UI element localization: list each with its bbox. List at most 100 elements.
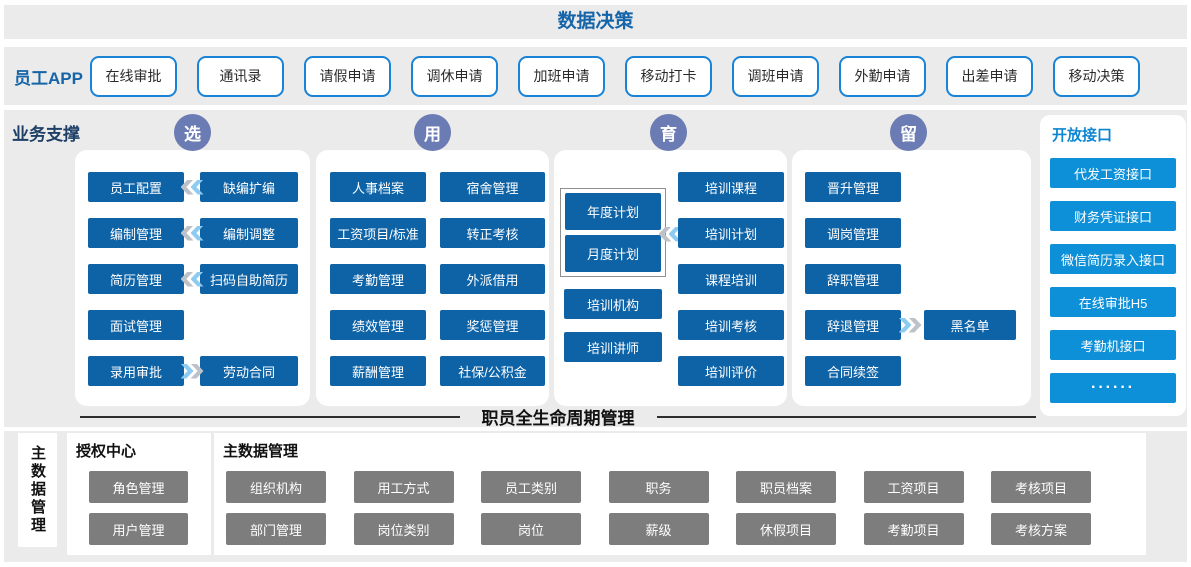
api-online-approval-h5: 在线审批H5 xyxy=(1050,287,1176,317)
module-role-management: 角色管理 xyxy=(89,471,188,503)
auth-center-title: 授权中心 xyxy=(76,443,137,460)
module-position-category: 岗位类别 xyxy=(353,513,454,545)
module-attendance-items: 考勤项目 xyxy=(863,513,964,545)
module-training-plan: 培训计划 xyxy=(678,218,784,248)
module-social-security-fund: 社保/公积金 xyxy=(440,356,545,386)
panel-train: 年度计划 月度计划 培训机构 培训讲师 培训课程 培训计划 课程培训 培训考核 … xyxy=(554,150,787,406)
page-title: 数据决策 xyxy=(557,11,634,32)
module-training-assessment: 培训考核 xyxy=(678,310,784,340)
module-employee-category: 员工类别 xyxy=(481,471,581,503)
module-user-management: 用户管理 xyxy=(89,513,188,545)
app-button-shift-change-request: 调班申请 xyxy=(732,55,819,97)
module-assessment-scheme: 考核方案 xyxy=(991,513,1091,545)
select-row: 面试管理 xyxy=(88,310,310,340)
panel-select: 员工配置 缺编扩编 编制管理 编制调整 简历管理 扫码自助简历 面试管理 xyxy=(75,150,310,406)
chevron-left-icon xyxy=(180,179,204,195)
master-data-row-1: 组织机构 用工方式 员工类别 职务 职员档案 工资项目 考核项目 xyxy=(214,471,1146,503)
app-button-contacts: 通讯录 xyxy=(197,55,284,97)
module-training-courses: 培训课程 xyxy=(678,172,784,202)
use-row: 人事档案 宿舍管理 xyxy=(330,172,549,202)
module-assessment-items: 考核项目 xyxy=(991,471,1091,503)
module-attendance-management: 考勤管理 xyxy=(330,264,426,294)
panel-use: 人事档案 宿舍管理 工资项目/标准 转正考核 考勤管理 外派借用 绩效管理 奖惩… xyxy=(316,150,549,406)
api-finance-voucher-interface: 财务凭证接口 xyxy=(1050,201,1176,231)
app-button-business-trip-request: 出差申请 xyxy=(946,55,1033,97)
select-row: 简历管理 扫码自助简历 xyxy=(88,264,310,294)
module-secondment: 外派借用 xyxy=(440,264,545,294)
badge-use: 用 xyxy=(414,114,451,151)
module-labor-contract: 劳动合同 xyxy=(200,356,298,386)
module-training-institution: 培训机构 xyxy=(564,289,662,319)
heading-line-left xyxy=(80,415,460,418)
panel-open-api: 开放接口 代发工资接口 财务凭证接口 微信简历录入接口 在线审批H5 考勤机接口… xyxy=(1040,115,1186,416)
module-employment-type: 用工方式 xyxy=(353,471,454,503)
module-contract-renewal: 合同续签 xyxy=(805,356,901,386)
employee-app-buttons: 在线审批 通讯录 请假申请 调休申请 加班申请 移动打卡 调班申请 外勤申请 出… xyxy=(90,55,1177,97)
api-more-ellipsis: ······ xyxy=(1050,373,1176,403)
badge-select: 选 xyxy=(174,114,211,151)
module-interview-management: 面试管理 xyxy=(88,310,184,340)
module-resume-management: 简历管理 xyxy=(88,264,184,294)
app-button-overtime-request: 加班申请 xyxy=(518,55,605,97)
module-headcount-expansion: 缺编扩编 xyxy=(200,172,298,202)
lifecycle-heading: 职员全生命周期管理 xyxy=(80,404,1036,429)
api-wechat-resume-interface: 微信简历录入接口 xyxy=(1050,244,1176,274)
auth-center-panel: 授权中心 角色管理 用户管理 xyxy=(67,433,211,555)
module-training-lecturer: 培训讲师 xyxy=(564,332,662,362)
module-scan-self-resume: 扫码自助简历 xyxy=(200,264,298,294)
app-button-mobile-decision: 移动决策 xyxy=(1053,55,1140,97)
app-button-comp-leave-request: 调休申请 xyxy=(411,55,498,97)
app-button-leave-request: 请假申请 xyxy=(304,55,391,97)
module-salary-items: 工资项目 xyxy=(863,471,964,503)
badge-train: 育 xyxy=(650,114,687,151)
select-row: 录用审批 劳动合同 xyxy=(88,356,310,386)
use-row: 薪酬管理 社保/公积金 xyxy=(330,356,549,386)
employee-app-label: 员工APP xyxy=(14,68,83,88)
module-training-evaluation: 培训评价 xyxy=(678,356,784,386)
module-duty: 职务 xyxy=(608,471,709,503)
module-annual-plan: 年度计划 xyxy=(565,193,661,230)
chevron-right-icon xyxy=(897,315,923,335)
module-monthly-plan: 月度计划 xyxy=(565,235,661,272)
module-performance-management: 绩效管理 xyxy=(330,310,426,340)
module-organization: 组织机构 xyxy=(226,471,326,503)
chevron-left-icon xyxy=(180,271,204,287)
module-blacklist: 黑名单 xyxy=(924,310,1016,340)
master-data-band: 主数据管理 授权中心 角色管理 用户管理 主数据管理 组织机构 用工方式 员工类… xyxy=(4,431,1187,562)
open-api-title: 开放接口 xyxy=(1052,127,1113,144)
module-resignation-management: 辞职管理 xyxy=(805,264,901,294)
module-reward-punishment: 奖惩管理 xyxy=(440,310,545,340)
module-employee-allocation: 员工配置 xyxy=(88,172,184,202)
module-compensation-management: 薪酬管理 xyxy=(330,356,426,386)
chevron-right-icon xyxy=(180,363,204,379)
badge-retain: 留 xyxy=(890,114,927,151)
module-transfer-management: 调岗管理 xyxy=(805,218,901,248)
select-row: 员工配置 缺编扩编 xyxy=(88,172,310,202)
module-staffing-management: 编制管理 xyxy=(88,218,184,248)
module-course-training: 课程培训 xyxy=(678,264,784,294)
module-personnel-files: 人事档案 xyxy=(330,172,426,202)
business-support-band: 业务支撑 选 用 育 留 员工配置 缺编扩编 编制管理 编制调整 简历管理 xyxy=(4,110,1187,429)
master-data-title: 主数据管理 xyxy=(223,443,299,460)
module-salary-grade: 薪级 xyxy=(608,513,709,545)
master-data-side-panel: 主数据管理 xyxy=(18,433,57,547)
use-row: 绩效管理 奖惩管理 xyxy=(330,310,549,340)
module-position: 岗位 xyxy=(481,513,581,545)
chevron-left-icon xyxy=(180,225,204,241)
module-staff-files: 职员档案 xyxy=(736,471,836,503)
module-promotion-management: 晋升管理 xyxy=(805,172,901,202)
module-hiring-approval: 录用审批 xyxy=(88,356,184,386)
use-row: 考勤管理 外派借用 xyxy=(330,264,549,294)
lifecycle-title: 职员全生命周期管理 xyxy=(481,409,635,428)
employee-app-band: 员工APP 在线审批 通讯录 请假申请 调休申请 加班申请 移动打卡 调班申请 … xyxy=(4,47,1187,105)
heading-line-right xyxy=(656,415,1036,418)
module-leave-items: 休假项目 xyxy=(736,513,836,545)
panel-retain: 晋升管理 调岗管理 辞职管理 辞退管理 黑名单 合同续签 xyxy=(792,150,1031,406)
api-payroll-interface: 代发工资接口 xyxy=(1050,158,1176,188)
business-support-label: 业务支撑 xyxy=(12,125,80,144)
app-button-online-approval: 在线审批 xyxy=(90,55,177,97)
training-plan-group: 年度计划 月度计划 xyxy=(560,188,666,277)
app-button-field-work-request: 外勤申请 xyxy=(839,55,926,97)
data-decision-band: 数据决策 xyxy=(4,5,1187,39)
api-attendance-machine-interface: 考勤机接口 xyxy=(1050,330,1176,360)
